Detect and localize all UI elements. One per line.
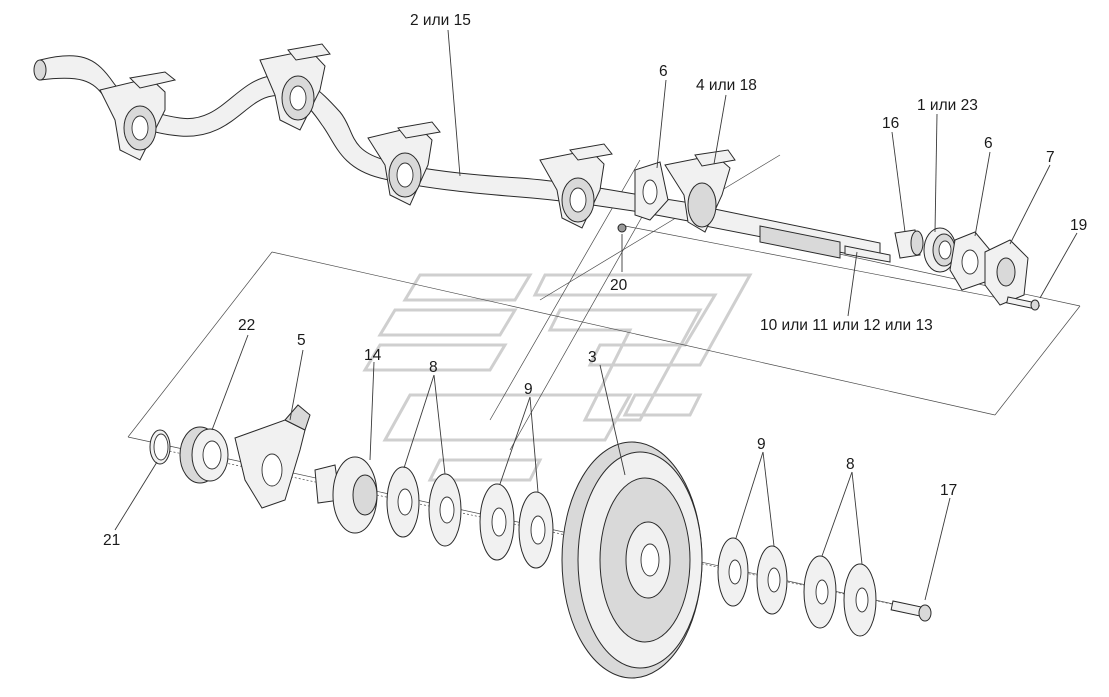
hub-14: [314, 456, 378, 534]
gasket-6-upper: [634, 161, 669, 221]
cover-7: [984, 239, 1029, 306]
label-14: 14: [364, 347, 382, 364]
leader-lines: [114, 29, 1078, 601]
bearing-22: [179, 426, 229, 484]
bushing-16: [894, 229, 924, 259]
label-22: 22: [238, 317, 255, 334]
label-20: 20: [610, 277, 628, 294]
pulley-3: [561, 441, 703, 679]
watermark-logo: [362, 273, 753, 482]
label-2-or-15: 2 или 15: [410, 12, 471, 29]
pipe-assembly: [33, 55, 891, 263]
label-6-upper: 6: [659, 63, 668, 80]
lower-parts: [149, 404, 932, 679]
label-6-right: 6: [984, 135, 993, 152]
flange-bracket-5: [664, 149, 736, 233]
flange-bracket-2: [259, 43, 331, 131]
label-21: 21: [103, 532, 120, 549]
flange-bracket-3: [367, 121, 441, 206]
washer-8-d: [843, 563, 877, 637]
label-8-right: 8: [846, 456, 855, 473]
label-9-left: 9: [524, 381, 533, 398]
washer-8-a: [386, 466, 420, 538]
bracket-5: [234, 404, 311, 509]
bolt-17: [890, 600, 932, 622]
label-16: 16: [882, 115, 899, 132]
label-8-left: 8: [429, 359, 438, 376]
washer-9-c: [717, 537, 749, 607]
label-4-or-18: 4 или 18: [696, 77, 757, 94]
pipe-flanges: [99, 43, 736, 233]
washer-9-a: [479, 483, 515, 561]
washer-9-b: [518, 491, 554, 569]
flange-bracket-1: [99, 71, 177, 161]
label-1-or-23: 1 или 23: [917, 97, 978, 114]
label-19: 19: [1070, 217, 1087, 234]
nut-20: [617, 223, 627, 233]
gasket-6-right: [949, 231, 991, 291]
snap-ring-21: [149, 429, 171, 465]
washer-9-d: [756, 545, 788, 615]
washer-8-c: [803, 555, 837, 629]
label-3: 3: [588, 349, 597, 366]
label-9-right: 9: [757, 436, 766, 453]
flange-bracket-4: [539, 143, 613, 229]
label-17: 17: [940, 482, 957, 499]
label-5: 5: [297, 332, 306, 349]
label-7: 7: [1046, 149, 1055, 166]
label-10-11-12-13: 10 или 11 или 12 или 13: [760, 317, 933, 334]
callout-labels: 2 или 15 6 4 или 18 1 или 23 16 6 7 19 2…: [103, 12, 1087, 549]
right-parts: [617, 223, 1040, 311]
bolt-19: [1006, 296, 1040, 311]
washer-8-b: [428, 473, 462, 547]
